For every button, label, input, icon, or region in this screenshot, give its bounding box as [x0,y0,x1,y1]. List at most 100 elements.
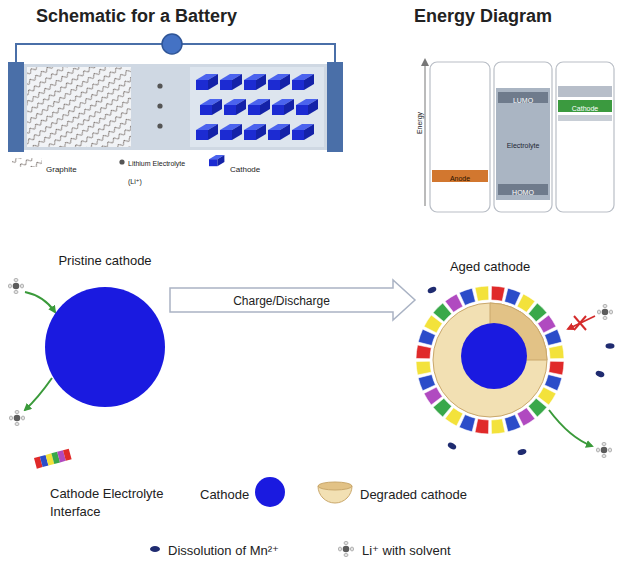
graphite-icon [12,158,42,167]
cathode-crystal [244,124,266,140]
cathode-crystal [292,74,314,90]
cathode-region [190,67,324,147]
label-box: Energy Diagram [414,6,552,27]
block-cross [574,316,586,330]
legend-entry: Li⁺ with solvent [362,541,451,559]
legend-text: Cathode [200,487,249,502]
label-box: Schematic for a Battery [36,6,237,27]
legend-entry: Dissolution of Mn²⁺ [168,541,279,559]
interface-segment [424,387,442,405]
degraded-icon-rim [318,482,352,490]
legend-text: Li⁺ with solvent [362,543,451,558]
energy-band: Cathode [558,100,612,112]
node-label: LUMO [513,95,533,106]
energy-band: Anode [432,170,488,182]
axis-arrowhead [421,58,429,66]
mn-particle [606,343,615,349]
interface-segment [549,361,564,375]
interface-segment [491,419,505,434]
energy-band [558,115,612,121]
text-row: Cathode [558,100,612,115]
cathode-crystal [248,99,270,115]
cathode-icon [209,155,224,166]
mn-particle [427,286,438,295]
text-row: HOMO [498,184,548,198]
blocked-arrow [568,316,595,329]
legend-entry: Degraded cathode [360,485,467,503]
cathode-icon [255,477,285,507]
interface-segment [491,286,505,301]
cathode-crystal [220,74,242,90]
edge-label: Charge/Discharge [231,294,332,308]
mn-icon [150,546,160,552]
edge-label-box: Charge/Discharge [231,291,332,309]
li-solvent-particle [8,278,23,293]
node-label: HOMO [512,187,534,198]
interface-segment [459,415,475,432]
panel-title: Energy Diagram [414,6,552,27]
node-label: Cathode [572,103,598,115]
text-row: Pristine cathode [40,252,170,269]
li-solvent-icon [338,541,353,556]
cathode-crystal [196,74,218,90]
node-label: Anode [450,173,470,185]
legend-text: Graphite [46,165,77,174]
interface-icon [34,449,72,469]
cathode-crystal [244,74,266,90]
interface-segment [475,286,489,301]
graphite-layers [27,67,131,147]
mn-particle [595,370,605,378]
interface-segment [545,375,562,391]
cathode-crystal [220,124,242,140]
legend-entry: Cathode Electrolyte Interface [50,484,180,520]
li-solvent-particle [596,442,611,457]
block-arrow [170,280,415,320]
green-arrow [549,410,592,446]
node-label: Pristine cathode [58,253,151,269]
interface-segment [416,345,431,359]
cathode-crystal [268,74,290,90]
li-solvent-particle [9,410,24,425]
interface-segment [538,315,556,333]
node-label: Electrolyte [507,141,540,151]
panel-title: Schematic for a Battery [36,6,237,27]
interface-segment [445,294,463,312]
cathode-crystal [196,124,218,140]
legend-entry: Graphite [46,158,77,176]
interface-segment [459,288,475,305]
interface-segment [418,375,435,391]
text-row: LUMO [498,92,548,106]
cathode-crystal [268,124,290,140]
energy-band [558,86,612,97]
interface-segment [416,361,431,375]
energy-axis [425,64,426,206]
lithium-ion [157,123,162,128]
text-row: Anode [432,170,488,185]
interface-segment [63,449,72,461]
cell-body [24,64,327,150]
interface-segment [517,408,535,426]
green-arrow [25,292,55,312]
text-row: Aged cathode [415,258,565,275]
cathode-core [461,323,527,389]
graphite-region [27,67,131,147]
legend-text: Cathode [230,165,260,174]
energy-band: HOMO [498,184,548,195]
interface-segment [505,415,521,432]
mn-particle [517,448,527,456]
particle-shape [40,252,170,417]
cathode-crystal [200,99,222,115]
interface-segment [505,288,521,305]
interface-segment [418,329,435,345]
interface-segment [549,345,564,359]
energy-band: LUMO [498,92,548,103]
particle-shape [415,258,565,438]
aged-cathode-particle: Aged cathode [415,258,565,438]
axis-label: Energy [416,112,423,134]
interface-segment [545,329,562,345]
node-label: Aged cathode [450,259,530,275]
anode-column [430,62,490,212]
lithium-ion [157,83,162,88]
interface-segment [475,419,489,434]
green-arrow [25,378,52,410]
